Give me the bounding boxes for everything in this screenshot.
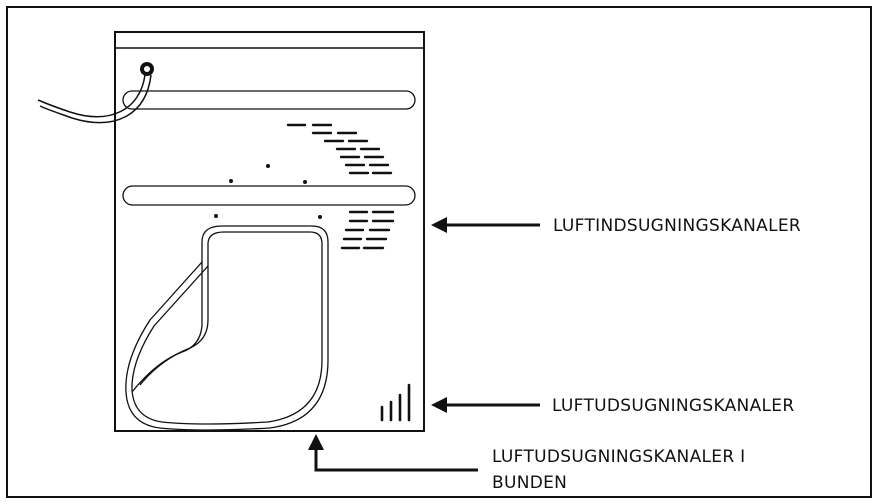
intake-vent-slits [340,210,395,250]
exhaust-vent-bars [380,383,411,422]
outer-frame [6,6,872,498]
intake-label: LUFTINDSUGNINGSKANALER [553,216,801,236]
dryer-rear-view [37,31,425,432]
upper-vent-slits [286,123,393,175]
lower-slot [122,185,416,206]
exhaust-label: LUFTUDSUGNINGSKANALER [552,396,794,416]
screws [214,164,322,219]
bottom-exhaust-arrow [308,434,478,472]
power-cord [37,62,154,124]
dryer-body [114,31,425,432]
bottom-exhaust-label-line2: BUNDEN [492,473,567,493]
boot-panel [125,225,329,431]
upper-slot [122,90,416,110]
intake-arrow [431,217,540,233]
exhaust-arrow [431,397,540,413]
bottom-exhaust-label-line1: LUFTUDSUGNINGSKANALER I [492,447,745,467]
